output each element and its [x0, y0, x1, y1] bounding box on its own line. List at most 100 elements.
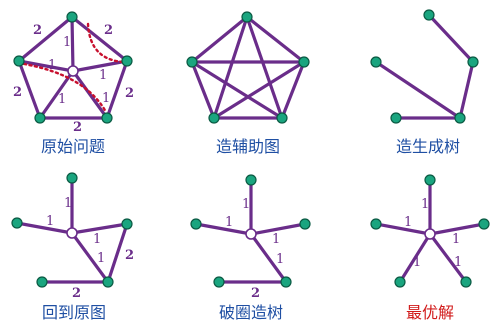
aux-edge: [245, 15, 306, 64]
weight-spoke-top: 1: [242, 197, 250, 212]
node-top: [245, 174, 257, 186]
node-top: [424, 174, 436, 186]
panel-auxiliary: 造辅助图: [186, 11, 310, 156]
node-bottom-right: [280, 276, 292, 288]
node-left: [13, 55, 25, 67]
weight-outer-right: 2: [125, 86, 134, 101]
node-right: [121, 218, 133, 230]
caption-auxiliary: 造辅助图: [216, 137, 280, 156]
edge-spoke-left: [15, 221, 74, 235]
panel-optimal: 1 1 1 1 1 最优解: [370, 174, 490, 322]
edge-outer-right: [105, 59, 129, 120]
weight-spoke-lower-left: 1: [58, 92, 66, 107]
edge-outer-top-right: [70, 15, 129, 63]
node-bottom-left: [34, 112, 46, 124]
tree-edge: [374, 60, 462, 120]
weight-spoke-lower-right: 1: [454, 255, 462, 270]
weight-spoke-top: 1: [64, 196, 72, 211]
aux-node-bottom-left: [208, 112, 220, 124]
aux-node-left: [186, 56, 198, 68]
node-bottom-left: [213, 276, 225, 288]
weight-spoke-right: 1: [452, 232, 460, 247]
caption-back-to-original: 回到原图: [42, 303, 106, 322]
tree-edge: [458, 60, 475, 120]
edge-spoke-lower-left: [398, 232, 432, 284]
node-top: [66, 11, 78, 23]
aux-edge: [190, 15, 249, 64]
node-left: [370, 218, 382, 230]
aux-edge: [190, 60, 216, 120]
node-right: [121, 55, 133, 67]
weight-edge-bottom: 2: [72, 286, 81, 301]
edge-spoke-left: [194, 222, 253, 236]
edge-right-bottom: [106, 222, 129, 284]
node-center: [66, 227, 78, 239]
edge-spoke-lower: [249, 232, 288, 284]
weight-spoke-right: 1: [93, 232, 101, 247]
edge-spoke-left: [374, 222, 432, 236]
edge-spoke-left: [17, 59, 75, 73]
edge-spoke-lower-right: [428, 232, 468, 284]
dotted-curve-diagonal: [22, 62, 108, 114]
edge-spoke-lower-left: [38, 69, 75, 120]
edge-spoke-right: [71, 59, 129, 73]
weight-spoke-top: 1: [421, 197, 429, 212]
aux-edge: [245, 15, 284, 120]
caption-spanning-tree: 造生成树: [396, 137, 460, 156]
node-left: [190, 218, 202, 230]
aux-edge: [190, 60, 284, 120]
tree-node-right: [467, 56, 479, 68]
node-bottom-right: [102, 276, 114, 288]
aux-edge: [212, 60, 306, 120]
node-center: [67, 65, 79, 77]
edge-spoke-top: [70, 15, 75, 73]
aux-node-right: [298, 56, 310, 68]
node-bottom-left: [394, 276, 406, 288]
edge-spoke-right: [249, 222, 307, 236]
edge-spoke-lower: [70, 231, 110, 284]
node-bottom-right: [460, 276, 472, 288]
node-bottom-left: [36, 276, 48, 288]
node-center: [245, 228, 257, 240]
dotted-curve-right: [86, 22, 126, 64]
weight-spoke-left: 1: [46, 214, 54, 229]
aux-edge: [280, 60, 306, 120]
tree-node-bottom-left: [390, 112, 402, 124]
node-right: [299, 218, 311, 230]
tree-node-top: [423, 9, 435, 21]
caption-original: 原始问题: [41, 137, 105, 156]
weight-edge-bottom: 2: [251, 286, 260, 301]
panel-original: 2 2 2 2 2 1 1 1 1 1 原始问题: [13, 11, 134, 156]
edge-outer-left: [17, 59, 42, 120]
caption-optimal: 最优解: [406, 303, 454, 322]
aux-node-bottom-right: [276, 112, 288, 124]
weight-outer-top-left: 2: [33, 23, 42, 38]
weight-spoke-lower-right: 1: [102, 91, 110, 106]
weight-spoke-top: 1: [63, 35, 71, 50]
node-top: [66, 172, 78, 184]
panel-spanning-tree: 造生成树: [370, 9, 479, 156]
weight-spoke-upper-left: 1: [48, 58, 56, 73]
weight-outer-top-right: 2: [104, 23, 113, 38]
node-bottom-right: [101, 112, 113, 124]
panel-break-cycle: 1 1 1 1 2 破圈造树: [190, 174, 311, 322]
node-right: [478, 218, 490, 230]
weight-outer-bottom: 2: [73, 120, 82, 135]
weight-spoke-lower-left: 1: [413, 255, 421, 270]
weight-outer-left: 2: [13, 85, 22, 100]
weight-spoke-left: 1: [225, 215, 233, 230]
weight-spoke-lower: 1: [276, 252, 284, 267]
edge-spoke-right: [70, 222, 129, 235]
node-left: [11, 217, 23, 229]
aux-edge: [212, 15, 249, 120]
edge-outer-top-left: [17, 15, 74, 63]
weight-edge-right-bottom: 2: [125, 248, 134, 263]
caption-break-cycle: 破圈造树: [219, 303, 283, 322]
edge-spoke-lower-right: [71, 69, 109, 120]
tree-node-left: [370, 56, 382, 68]
weight-spoke-right: 1: [272, 232, 280, 247]
tree-edge: [427, 13, 475, 64]
node-center: [424, 228, 436, 240]
